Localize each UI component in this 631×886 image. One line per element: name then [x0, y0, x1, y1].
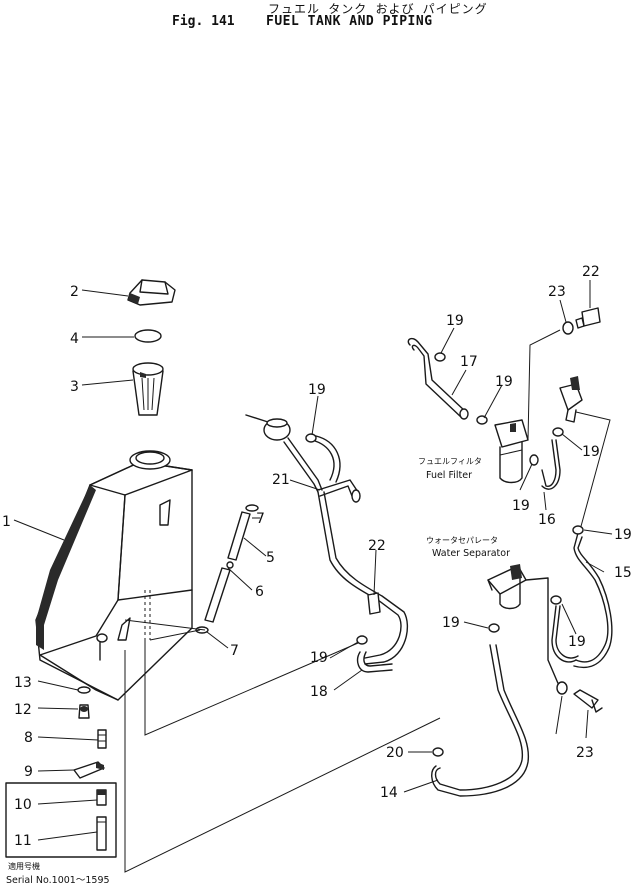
part-number: 7 [256, 511, 265, 527]
valve-top-right [559, 376, 611, 531]
part-number: 19 [495, 374, 513, 390]
fuel-tank [35, 450, 193, 701]
part-number: 12 [14, 702, 32, 718]
part-number: 1 [2, 514, 11, 530]
pipe-6 [195, 561, 234, 634]
part-number: 18 [310, 684, 328, 700]
part-number: 3 [70, 379, 79, 395]
hose-small-19 [311, 439, 335, 481]
part-number: 19 [512, 498, 530, 514]
hose-20-assembly [245, 414, 361, 503]
tube-17 [407, 337, 488, 425]
fuel-filter-en-label: Fuel Filter [426, 470, 472, 481]
part-number: 19 [568, 634, 586, 650]
serial-box [5, 782, 117, 858]
connect-line-a [144, 639, 366, 736]
hose-18 [356, 651, 393, 673]
fuel-filter-jp-label: フュエルフィルタ [418, 457, 482, 466]
water-separator [487, 564, 561, 689]
o-ring [134, 329, 162, 343]
connect-line-c [124, 619, 206, 641]
part-number-labels: 1 2 3 4 5 6 7 7 8 9 10 11 12 13 14 15 16… [2, 264, 631, 849]
part-number: 15 [614, 565, 631, 581]
part-number: 19 [582, 444, 600, 460]
bolt-washer-top [562, 307, 601, 335]
part-number: 7 [230, 643, 239, 659]
part-number: 4 [70, 331, 79, 347]
part-number: 13 [14, 675, 32, 691]
leader-lines [13, 280, 613, 841]
fuel-filter [494, 329, 561, 484]
pipe-5 [227, 504, 259, 561]
part-number: 5 [266, 550, 275, 566]
drain-parts [73, 686, 107, 851]
part-number: 23 [576, 745, 594, 761]
figure-title: FUEL TANK AND PIPING [266, 14, 433, 29]
water-separator-en-label: Water Separator [432, 548, 510, 559]
hose-16 [541, 439, 557, 487]
part-number: 9 [24, 764, 33, 780]
part-number: 8 [24, 730, 33, 746]
part-number: 22 [582, 264, 600, 280]
part-number: 19 [442, 615, 460, 631]
part-number: 19 [308, 382, 326, 398]
strainer [132, 362, 164, 416]
part-number: 19 [310, 650, 328, 666]
serial-jp-label: 適用号機 [8, 861, 40, 871]
part-number: 23 [548, 284, 566, 300]
figure-number: Fig. 141 [172, 14, 235, 29]
part-number: 14 [380, 785, 398, 801]
part-number: 16 [538, 512, 556, 528]
part-number: 11 [14, 833, 32, 849]
water-separator-jp-label: ウォータセパレータ [426, 536, 498, 545]
hose-14 [434, 644, 524, 791]
connect-line-b [124, 650, 441, 873]
hose-15 [573, 532, 609, 663]
part-number: 17 [460, 354, 478, 370]
part-number: 21 [272, 472, 290, 488]
part-number: 20 [386, 745, 404, 761]
part-number: 19 [614, 527, 631, 543]
part-number: 2 [70, 284, 79, 300]
serial-range-label: Serial No.1001～1595 [6, 875, 110, 886]
bolt-washer-bottom [556, 681, 603, 713]
fuel-cap [127, 279, 176, 306]
japanese-title: フュエル タンク および パイピング [268, 2, 488, 16]
part-number: 19 [446, 313, 464, 329]
part-number: 10 [14, 797, 32, 813]
part-number: 22 [368, 538, 386, 554]
part-number: 6 [255, 584, 264, 600]
hose-21 [317, 491, 408, 665]
